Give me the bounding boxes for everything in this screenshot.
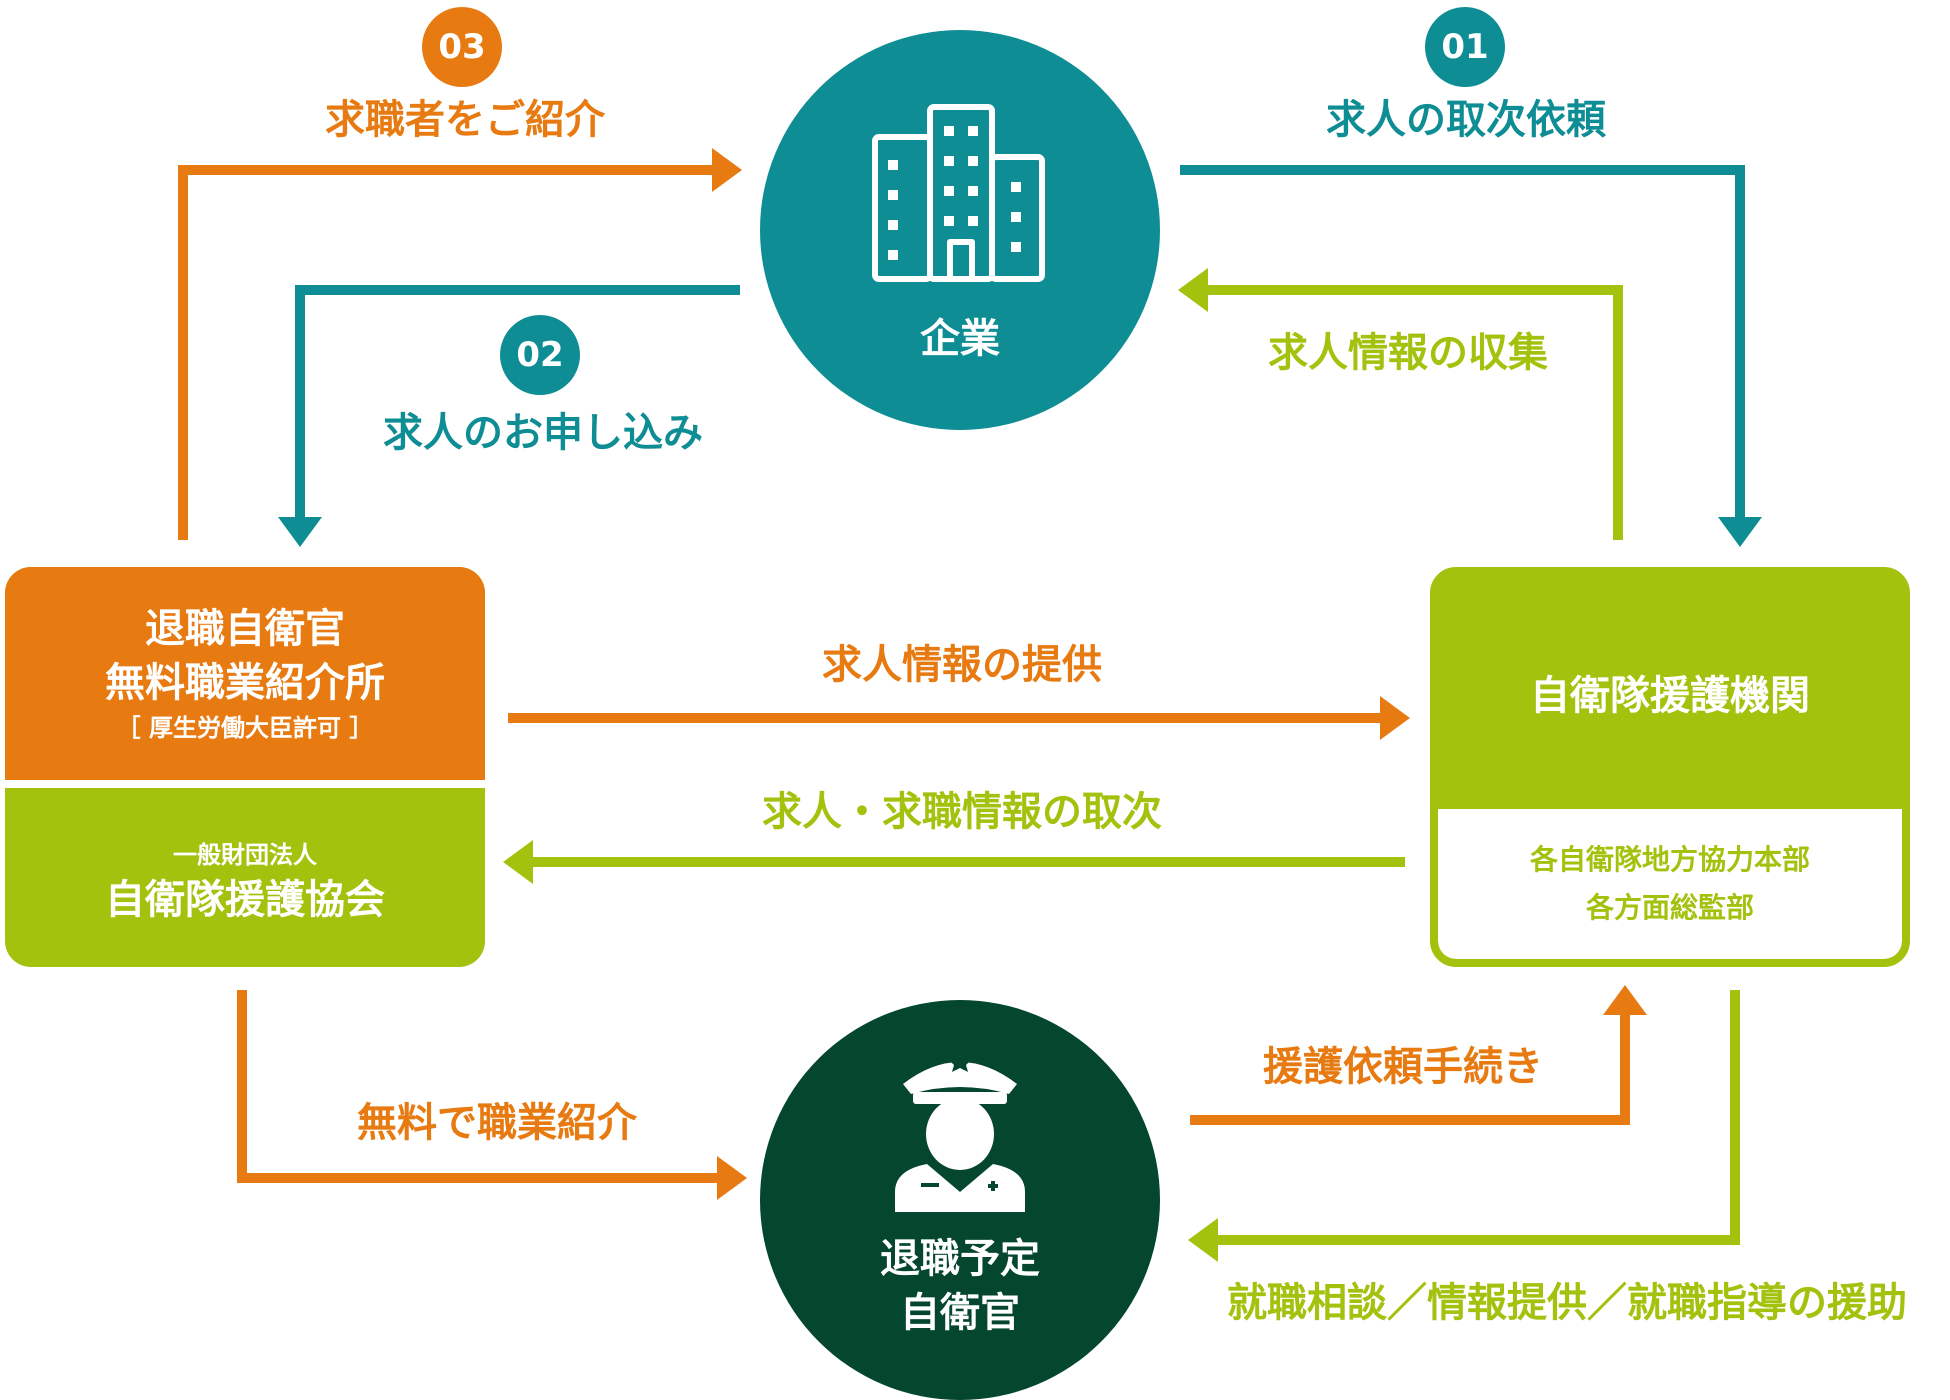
step-badge-02: 02 (500, 315, 580, 395)
placement-office-header: 退職自衛官 無料職業紹介所 ［ 厚生労働大臣許可 ］ (5, 567, 485, 780)
arrow-request-relay (1180, 165, 1745, 520)
arrowhead-up (1603, 985, 1647, 1015)
label-free-introduction: 無料で職業紹介 (357, 1100, 637, 1146)
company-label: 企業 (920, 316, 1000, 362)
arrowhead-down (278, 517, 322, 547)
support-agency-subunits: 各自衛隊地方協力本部 各方面総監部 (1438, 809, 1902, 959)
arrow-collect-info (1205, 285, 1623, 540)
step-badge-03: 03 (422, 7, 502, 87)
arrowhead-right (712, 148, 742, 192)
arrowhead-left (1188, 1218, 1218, 1262)
step-badge-01: 01 (1425, 7, 1505, 87)
association-type: 一般財団法人 (173, 840, 317, 869)
support-agency-subunit: 各方面総監部 (1585, 891, 1754, 924)
support-agency-box: 自衛隊援護機関 各自衛隊地方協力本部 各方面総監部 (1430, 567, 1910, 967)
support-agency-subunit: 各自衛隊地方協力本部 (1529, 843, 1810, 877)
label-collect-info: 求人情報の収集 (1268, 330, 1548, 376)
label-career-support: 就職相談／情報提供／就職指導の援助 (1227, 1280, 1907, 1326)
arrowhead-left (1178, 268, 1208, 312)
arrow-career-support (1215, 990, 1740, 1245)
label-relay-info: 求人・求職情報の取次 (762, 789, 1162, 835)
label-request-relay: 求人の取次依頼 (1326, 97, 1606, 143)
retiree-node: 退職予定 自衛官 (760, 1000, 1160, 1400)
retiree-label-line: 退職予定 (880, 1236, 1040, 1282)
arrowheads (278, 148, 1762, 1262)
placement-office-title: 退職自衛官 (145, 605, 345, 652)
arrow-support-request (1190, 1012, 1630, 1125)
association-name: 自衛隊援護協会 (105, 876, 385, 923)
label-recommend-seekers: 求職者をご紹介 (325, 97, 605, 143)
arrowhead-right (1380, 696, 1410, 740)
placement-office-box: 退職自衛官 無料職業紹介所 ［ 厚生労働大臣許可 ］ 一般財団法人 自衛隊援護協… (5, 567, 485, 967)
officer-person-icon (885, 1042, 1035, 1216)
office-building-icon (870, 102, 1050, 286)
arrowhead-right (717, 1156, 747, 1200)
company-node: 企業 (760, 30, 1160, 430)
association-section: 一般財団法人 自衛隊援護協会 (5, 788, 485, 967)
placement-office-title: 無料職業紹介所 (105, 659, 385, 706)
arrow-apply-openings (295, 285, 740, 520)
label-apply-openings: 求人のお申し込み (383, 410, 703, 456)
arrowhead-down (1718, 517, 1762, 547)
support-agency-title: 自衛隊援護機関 (1530, 673, 1810, 719)
arrow-free-introduction (237, 990, 720, 1183)
arrowhead-left (503, 840, 533, 884)
label-provide-info: 求人情報の提供 (822, 642, 1102, 688)
label-support-request: 援護依頼手続き (1263, 1044, 1543, 1090)
retiree-label-line: 自衛官 (900, 1290, 1020, 1336)
arrow-recommend-seekers (178, 165, 715, 540)
box-divider (5, 780, 485, 788)
license-note: ［ 厚生労働大臣許可 ］ (116, 713, 374, 742)
retiree-label: 退職予定 自衛官 (880, 1232, 1040, 1340)
